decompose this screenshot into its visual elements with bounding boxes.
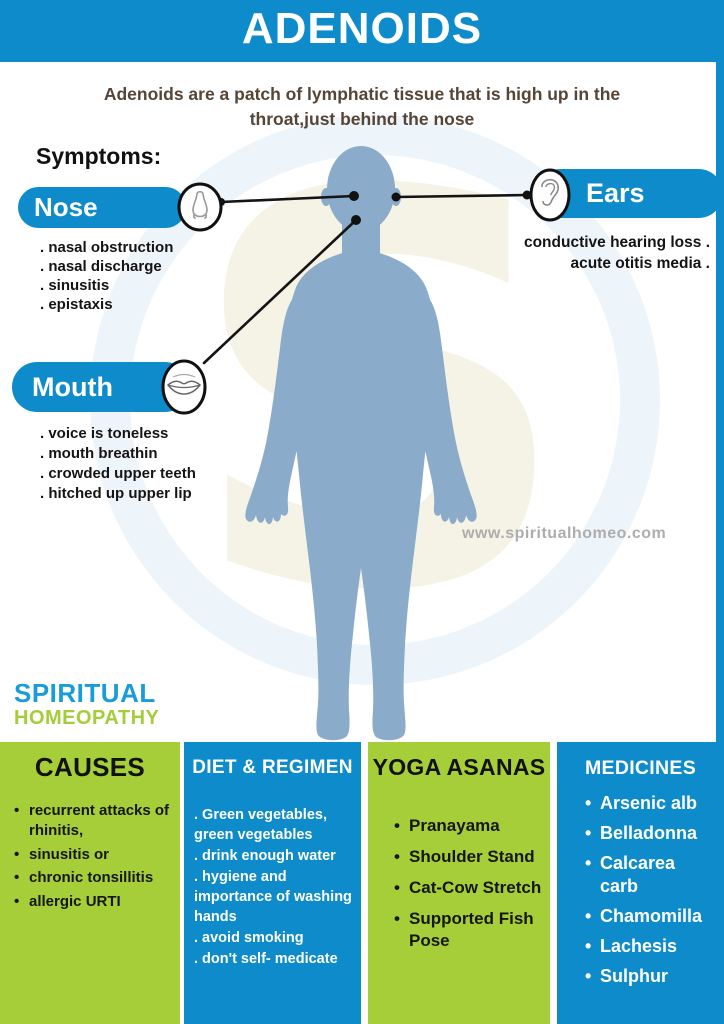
diet-regimen-item: . hygiene and importance of washing hand… (194, 869, 352, 925)
medicines-item: Lachesis (585, 935, 714, 958)
diet-regimen-item: . don't self- medicate (194, 951, 338, 967)
nose-symptom-item: . epistaxis (40, 296, 113, 313)
mouth-symptoms-list: . voice is toneless . mouth breathin . cro… (40, 424, 196, 504)
background-s-watermark-letter: S (185, 81, 574, 709)
medicines-item: Belladonna (585, 822, 714, 845)
nose-label: Nose (34, 192, 98, 222)
diet-regimen-item: . Green vegetables, green vegetables (194, 807, 327, 843)
header-banner: ADENOIDS (0, 0, 724, 62)
yoga-asanas-item: Pranayama (394, 815, 542, 837)
nose-label-pill: Nose (18, 187, 186, 228)
right-edge-stripe (716, 0, 724, 742)
nose-symptom-item: . sinusitis (40, 277, 110, 294)
mouth-symptom-item: . mouth breathin (40, 445, 158, 462)
causes-list: recurrent attacks of rhinitis, sinusitis … (0, 801, 180, 912)
symptoms-heading: Symptoms: (36, 143, 162, 169)
brand-logo: SPIRITUAL HOMEOPATHY (14, 678, 160, 730)
medicines-item: Calcarea carb (585, 852, 714, 898)
yoga-asanas-item: Cat-Cow Stretch (394, 877, 542, 899)
ears-label-pill: Ears (536, 169, 723, 218)
mouth-symptom-item: . crowded upper teeth (40, 465, 196, 482)
nose-symptoms-list: . nasal obstruction . nasal discharge . si… (40, 238, 173, 314)
diet-regimen-item: . avoid smoking (194, 930, 304, 946)
ears-symptom-item: conductive hearing loss . (523, 234, 710, 251)
ears-symptoms-list: conductive hearing loss . acute otitis me… (524, 232, 710, 274)
mouth-label-pill: Mouth (12, 362, 190, 412)
causes-item: allergic URTI (14, 892, 172, 912)
mouth-symptom-item: . hitched up upper lip (40, 485, 192, 502)
nose-symptom-item: . nasal discharge (40, 258, 162, 275)
causes-item: sinusitis or (14, 845, 172, 865)
bottom-columns: CAUSES recurrent attacks of rhinitis, sin… (0, 742, 724, 1024)
intro-text: Adenoids are a patch of lymphatic tissue… (103, 84, 621, 130)
causes-item: recurrent attacks of rhinitis, (14, 801, 172, 841)
causes-item: chronic tonsillitis (14, 868, 172, 888)
medicines-list: Arsenic albBelladonnaCalcarea carbChamom… (557, 792, 724, 988)
yoga-asanas-column: YOGA ASANAS PranayamaShoulder StandCat-C… (368, 742, 550, 1024)
diet-regimen-title: DIET & REGIMEN (192, 757, 353, 778)
medicines-item: Arsenic alb (585, 792, 714, 815)
diet-regimen-column: DIET & REGIMEN . Green vegetables, green… (184, 742, 361, 1024)
mouth-label: Mouth (32, 372, 113, 402)
causes-column: CAUSES recurrent attacks of rhinitis, sin… (0, 742, 180, 1024)
brand-logo-line2: HOMEOPATHY (14, 707, 160, 730)
diet-regimen-item: . drink enough water (194, 848, 336, 864)
causes-title: CAUSES (34, 752, 146, 782)
website-watermark: www.spiritualhomeo.com (462, 525, 667, 542)
ears-symptom-item: acute otitis media . (570, 255, 710, 272)
page-title: ADENOIDS (241, 4, 483, 53)
medicines-column: MEDICINES Arsenic albBelladonnaCalcarea … (557, 742, 724, 1024)
yoga-asanas-title: YOGA ASANAS (372, 754, 546, 780)
nose-symptom-item: . nasal obstruction (40, 239, 174, 256)
diet-regimen-list: . Green vegetables, green vegetables . dr… (184, 805, 361, 969)
medicines-title: MEDICINES (584, 757, 697, 779)
yoga-asanas-item: Shoulder Stand (394, 846, 542, 868)
yoga-asanas-list: PranayamaShoulder StandCat-Cow StretchSu… (368, 815, 550, 952)
yoga-asanas-item: Supported Fish Pose (394, 908, 542, 952)
medicines-item: Sulphur (585, 965, 714, 988)
brand-logo-line1: SPIRITUAL (14, 678, 156, 708)
mouth-symptom-item: . voice is toneless (40, 425, 169, 442)
medicines-item: Chamomilla (585, 905, 714, 928)
ears-label: Ears (586, 178, 645, 208)
